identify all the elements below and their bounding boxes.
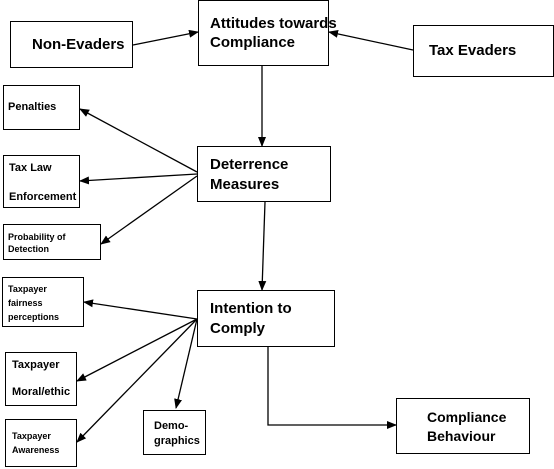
edge-intention-to-awareness [76,318,198,443]
edge-intention-to-fairness [83,299,198,320]
edge-intention-to-compliance [267,347,397,429]
node-label-line-2: Comply [210,320,266,337]
node-label-line-2: Moral/ethic [12,386,71,398]
node-label-line-1: Probability of [8,232,66,242]
node-taxpayer-moral-ethic: Taxpayer Moral/ethic [5,352,77,406]
edge-non-evaders-to-attitudes [132,29,199,46]
node-demographics: Demo- graphics [143,410,206,455]
node-label: Penalties [8,101,57,113]
node-taxpayer-awareness: Taxpayer Awareness [5,419,77,467]
node-label-line-1: Intention to [210,300,292,317]
node-label-line-1: Taxpayer [8,284,47,294]
node-label-line-2: Measures [210,176,280,193]
node-label-line-2: Awareness [12,445,60,455]
node-label-line-1: Compliance [427,409,507,425]
node-attitudes-towards-compliance: Attitudes towards Compliance [198,0,337,66]
edge-intention-to-moral [76,318,198,382]
edge-tax-evaders-to-attitudes [328,29,414,51]
node-label: Non-Evaders [32,36,125,53]
node-tax-law-enforcement: Tax Law Enforcement [3,155,80,208]
node-label-line-1: Tax Law [9,162,52,174]
node-label-line-1: Taxpayer [12,359,60,371]
node-intention-to-comply: Intention to Comply [197,290,335,347]
node-compliance-behaviour: Compliance Behaviour [396,398,530,454]
edge-deterrence-to-tax-law [79,173,198,185]
node-label-line-3: perceptions [8,312,60,322]
node-non-evaders: Non-Evaders [10,21,133,68]
node-label-line-2: graphics [154,435,200,447]
node-tax-evaders: Tax Evaders [413,25,554,77]
node-label-line-1: Taxpayer [12,431,51,441]
node-penalties: Penalties [3,85,80,130]
node-label-line-2: Behaviour [427,428,496,444]
edge-deterrence-to-probability [100,175,198,245]
node-label: Tax Evaders [429,42,517,59]
node-probability-of-detection: Probability of Detection [3,224,101,260]
node-taxpayer-fairness-perceptions: Taxpayer fairness perceptions [2,277,84,327]
node-label-line-2: Compliance [210,34,296,51]
node-label-line-2: Enforcement [9,191,77,203]
node-label-line-1: Demo- [154,420,189,432]
edge-deterrence-to-penalties [79,108,198,173]
node-label-line-1: Deterrence [210,156,289,173]
node-deterrence-measures: Deterrence Measures [197,146,331,202]
edge-intention-to-demographics [174,318,198,409]
node-label-line-2: fairness [8,298,43,308]
node-label-line-1: Attitudes towards [210,15,337,32]
node-label-line-2: Detection [8,244,50,254]
edge-deterrence-to-intention [258,201,267,291]
